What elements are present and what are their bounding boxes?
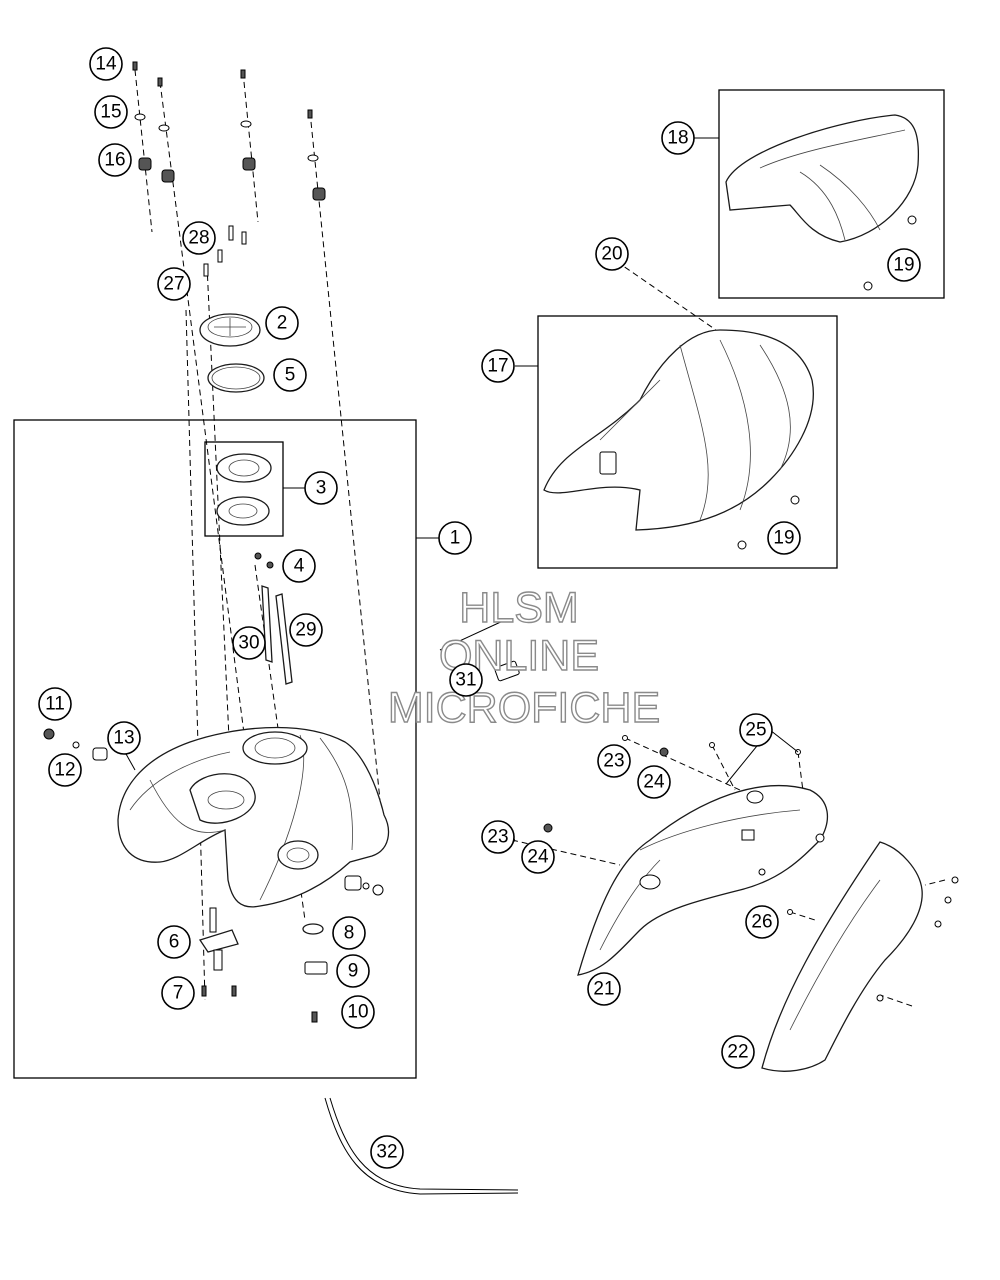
svg-text:4: 4 [294, 556, 305, 577]
callout-7: 7 [161, 976, 195, 1010]
rear-fender [577, 784, 829, 976]
callout-25: 25 [739, 713, 773, 747]
callout-18: 18 [661, 121, 695, 155]
svg-text:1: 1 [450, 528, 461, 549]
filler-cap [199, 313, 261, 347]
leader-lines [120, 137, 799, 785]
callout-8: 8 [332, 916, 366, 950]
watermark-line-3: MICROFICHE [388, 684, 660, 732]
svg-text:5: 5 [285, 365, 296, 386]
watermark: HLSM ONLINE MICROFICHE [387, 583, 661, 732]
seal-ring [207, 363, 265, 393]
callout-13: 13 [107, 721, 141, 755]
callout-24-lower: 24 [521, 840, 555, 874]
callout-21: 21 [587, 972, 621, 1006]
svg-text:23: 23 [603, 751, 624, 772]
rider-seat [543, 329, 814, 550]
svg-text:32: 32 [376, 1142, 397, 1163]
svg-text:12: 12 [54, 760, 75, 781]
callout-19-rider: 19 [767, 521, 801, 555]
svg-text:8: 8 [344, 923, 355, 944]
callout-24-upper: 24 [637, 765, 671, 799]
svg-text:10: 10 [347, 1002, 368, 1023]
ring-set [216, 453, 272, 526]
fuel-fitting [198, 907, 239, 997]
svg-text:16: 16 [104, 150, 125, 171]
svg-text:27: 27 [163, 274, 184, 295]
callout-22: 22 [721, 1035, 755, 1069]
svg-text:24: 24 [527, 847, 549, 868]
svg-text:25: 25 [745, 720, 766, 741]
svg-text:21: 21 [593, 979, 614, 1000]
callout-9: 9 [336, 954, 370, 988]
svg-text:13: 13 [113, 728, 134, 749]
callout-23-upper: 23 [597, 744, 631, 778]
callout-10: 10 [341, 995, 375, 1029]
watermark-line-1: HLSM [459, 584, 578, 632]
fuel-tank [117, 726, 390, 908]
callout-12: 12 [48, 753, 82, 787]
callout-26: 26 [745, 905, 779, 939]
callout-29: 29 [289, 613, 323, 647]
svg-text:3: 3 [316, 478, 327, 499]
svg-text:29: 29 [295, 620, 316, 641]
small-nut [254, 552, 262, 560]
callout-28: 28 [182, 221, 216, 255]
drain-tube [324, 1097, 519, 1195]
callout-3: 3 [304, 471, 338, 505]
svg-text:30: 30 [238, 633, 259, 654]
callout-30: 30 [232, 626, 266, 660]
svg-text:31: 31 [455, 670, 476, 691]
svg-text:17: 17 [487, 356, 508, 377]
svg-text:19: 19 [773, 528, 794, 549]
callout-20: 20 [595, 237, 629, 271]
callout-11: 11 [38, 687, 72, 721]
svg-text:23: 23 [487, 827, 508, 848]
callout-19-passenger: 19 [887, 248, 921, 282]
fuel-tank-group-box [13, 419, 417, 1079]
callout-6: 6 [157, 925, 191, 959]
callout-23-lower: 23 [481, 820, 515, 854]
callout-1: 1 [438, 521, 472, 555]
callout-5: 5 [273, 358, 307, 392]
mounting-hardware [132, 61, 326, 277]
svg-text:14: 14 [95, 54, 117, 75]
svg-text:11: 11 [45, 694, 65, 715]
svg-text:7: 7 [173, 983, 184, 1004]
svg-text:9: 9 [348, 961, 359, 982]
svg-text:2: 2 [277, 313, 288, 334]
svg-text:22: 22 [727, 1042, 748, 1063]
callout-14: 14 [89, 47, 123, 81]
passenger-seat-group-box [718, 89, 945, 299]
svg-text:19: 19 [893, 255, 914, 276]
passenger-seat [725, 114, 920, 291]
callout-4: 4 [282, 549, 316, 583]
svg-text:28: 28 [188, 228, 209, 249]
callout-32: 32 [370, 1135, 404, 1169]
svg-text:20: 20 [601, 244, 622, 265]
callout-17: 17 [481, 349, 515, 383]
svg-text:18: 18 [667, 128, 688, 149]
drain-hose [275, 593, 293, 685]
callout-2: 2 [265, 306, 299, 340]
callout-15: 15 [94, 95, 128, 129]
svg-text:26: 26 [751, 912, 772, 933]
side-cover [761, 841, 959, 1072]
svg-text:15: 15 [100, 102, 121, 123]
callout-31: 31 [449, 663, 483, 697]
rider-seat-group-box [537, 315, 838, 569]
svg-text:24: 24 [643, 772, 665, 793]
callout-16: 16 [98, 143, 132, 177]
svg-text:6: 6 [169, 932, 180, 953]
ring-set-box [204, 441, 284, 537]
breather-hose [261, 585, 273, 663]
callout-27: 27 [157, 267, 191, 301]
